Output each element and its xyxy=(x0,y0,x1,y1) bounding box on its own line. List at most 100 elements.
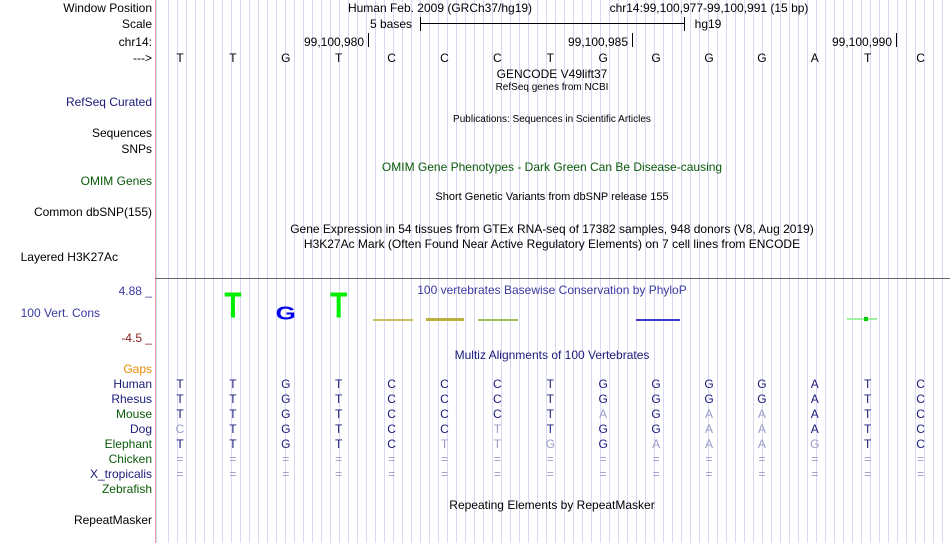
track-phylop-title[interactable]: 100 vertebrates Basewise Conservation by… xyxy=(417,283,687,297)
species-label[interactable]: Human xyxy=(113,377,152,391)
aligned-base: A xyxy=(810,407,819,421)
species-label[interactable]: Chicken xyxy=(108,452,152,466)
aligned-base: = xyxy=(917,467,925,481)
aligned-base: G xyxy=(545,437,555,451)
logo-letter: T xyxy=(330,285,348,326)
species-label[interactable]: Dog xyxy=(129,422,152,436)
aligned-base: = xyxy=(599,452,607,466)
aligned-base: = xyxy=(282,452,290,466)
aligned-base: C xyxy=(916,407,925,421)
label-dbsnp[interactable]: Common dbSNP(155) xyxy=(33,205,152,219)
coord-tick xyxy=(632,33,633,47)
aligned-base: T xyxy=(335,422,343,436)
position-title: chr14:99,100,977-99,100,991 (15 bp) xyxy=(609,1,809,15)
aligned-base: T xyxy=(493,422,502,436)
track-h3k27ac-title[interactable]: H3K27Ac Mark (Often Found Near Active Re… xyxy=(303,237,801,251)
aligned-base: C xyxy=(493,377,502,391)
coord-tick xyxy=(368,33,369,47)
aligned-base: G xyxy=(651,407,661,421)
aligned-base: = xyxy=(758,452,766,466)
scale-db: hg19 xyxy=(694,17,722,31)
label-cons[interactable]: 100 Vert. Cons xyxy=(20,306,100,320)
aligned-base: G xyxy=(281,437,291,451)
label-scale: Scale xyxy=(121,17,152,31)
label-sequences[interactable]: Sequences xyxy=(91,126,152,140)
aligned-base: = xyxy=(229,467,237,481)
track-pubs-title[interactable]: Publications: Sequences in Scientific Ar… xyxy=(453,114,651,125)
track-multiz-title[interactable]: Multiz Alignments of 100 Vertebrates xyxy=(454,348,650,362)
aligned-base: A xyxy=(599,407,608,421)
phylop-bar xyxy=(864,317,868,321)
aligned-base: = xyxy=(229,452,237,466)
alignment-row: =============== xyxy=(155,467,950,482)
aligned-base: T xyxy=(546,392,554,406)
aligned-base: = xyxy=(864,467,872,481)
aligned-base: T xyxy=(176,377,184,391)
base: T xyxy=(546,51,554,65)
track-snp-title[interactable]: Short Genetic Variants from dbSNP releas… xyxy=(435,191,669,203)
coord-tick xyxy=(896,33,897,47)
cons-min: -4.5 _ xyxy=(121,331,152,345)
phylop-bar xyxy=(478,319,518,321)
aligned-base: = xyxy=(440,467,448,481)
aligned-base: T xyxy=(864,377,872,391)
species-label[interactable]: Rhesus xyxy=(111,392,152,406)
track-rmsk-title[interactable]: Repeating Elements by RepeatMasker xyxy=(449,498,655,512)
aligned-base: T xyxy=(493,437,502,451)
label-strand[interactable]: ---> xyxy=(133,51,152,65)
aligned-base: A xyxy=(704,422,713,436)
track-area[interactable] xyxy=(155,0,950,543)
label-window-position: Window Position xyxy=(63,1,152,15)
logo-letter: G xyxy=(275,302,296,324)
species-label[interactable]: X_tropicalis xyxy=(89,467,152,481)
aligned-base: G xyxy=(651,392,661,406)
label-snps[interactable]: SNPs xyxy=(121,142,152,156)
base: C xyxy=(493,51,502,65)
base: G xyxy=(757,51,767,65)
track-gtex-title[interactable]: Gene Expression in 54 tissues from GTEx … xyxy=(290,222,814,236)
alignment-row xyxy=(155,482,950,497)
scale-bar xyxy=(420,23,684,24)
aligned-base: = xyxy=(493,452,501,466)
aligned-base: G xyxy=(281,377,291,391)
aligned-base: C xyxy=(175,422,185,436)
aligned-base: T xyxy=(546,377,554,391)
species-label[interactable]: Zebrafish xyxy=(101,482,152,496)
aligned-base: C xyxy=(440,407,449,421)
scale-tick-left xyxy=(420,17,421,31)
species-label[interactable]: Mouse xyxy=(115,407,152,421)
aligned-base: G xyxy=(651,422,661,436)
track-refseq-title[interactable]: RefSeq genes from NCBI xyxy=(495,82,609,93)
aligned-base: C xyxy=(387,437,396,451)
phylop-bar xyxy=(847,318,877,320)
aligned-base: G xyxy=(704,392,714,406)
base: A xyxy=(810,51,819,65)
aligned-base: G xyxy=(757,392,767,406)
aligned-base: C xyxy=(916,422,925,436)
label-refseq[interactable]: RefSeq Curated xyxy=(65,95,152,109)
aligned-base: = xyxy=(388,452,396,466)
aligned-base: G xyxy=(757,377,767,391)
track-omim-title[interactable]: OMIM Gene Phenotypes - Dark Green Can Be… xyxy=(381,160,723,174)
label-omim[interactable]: OMIM Genes xyxy=(80,174,152,188)
aligned-base: A xyxy=(757,437,766,451)
aligned-base: G xyxy=(598,437,608,451)
aligned-base: C xyxy=(440,392,449,406)
label-gaps[interactable]: Gaps xyxy=(123,362,152,376)
track-gencode-title[interactable]: GENCODE V49lift37 xyxy=(496,67,608,81)
aligned-base: A xyxy=(757,407,766,421)
phylop-bar xyxy=(426,318,464,321)
aligned-base: T xyxy=(335,377,343,391)
label-repeatmasker[interactable]: RepeatMasker xyxy=(73,513,152,527)
aligned-base: C xyxy=(387,377,396,391)
cons-max: 4.88 _ xyxy=(118,284,152,298)
aligned-base: T xyxy=(864,422,872,436)
species-label[interactable]: Elephant xyxy=(104,437,152,451)
track-separator xyxy=(155,278,950,279)
phylop-bar xyxy=(636,319,680,321)
label-h3k27ac[interactable]: Layered H3K27Ac xyxy=(20,250,118,264)
aligned-base: A xyxy=(704,437,713,451)
